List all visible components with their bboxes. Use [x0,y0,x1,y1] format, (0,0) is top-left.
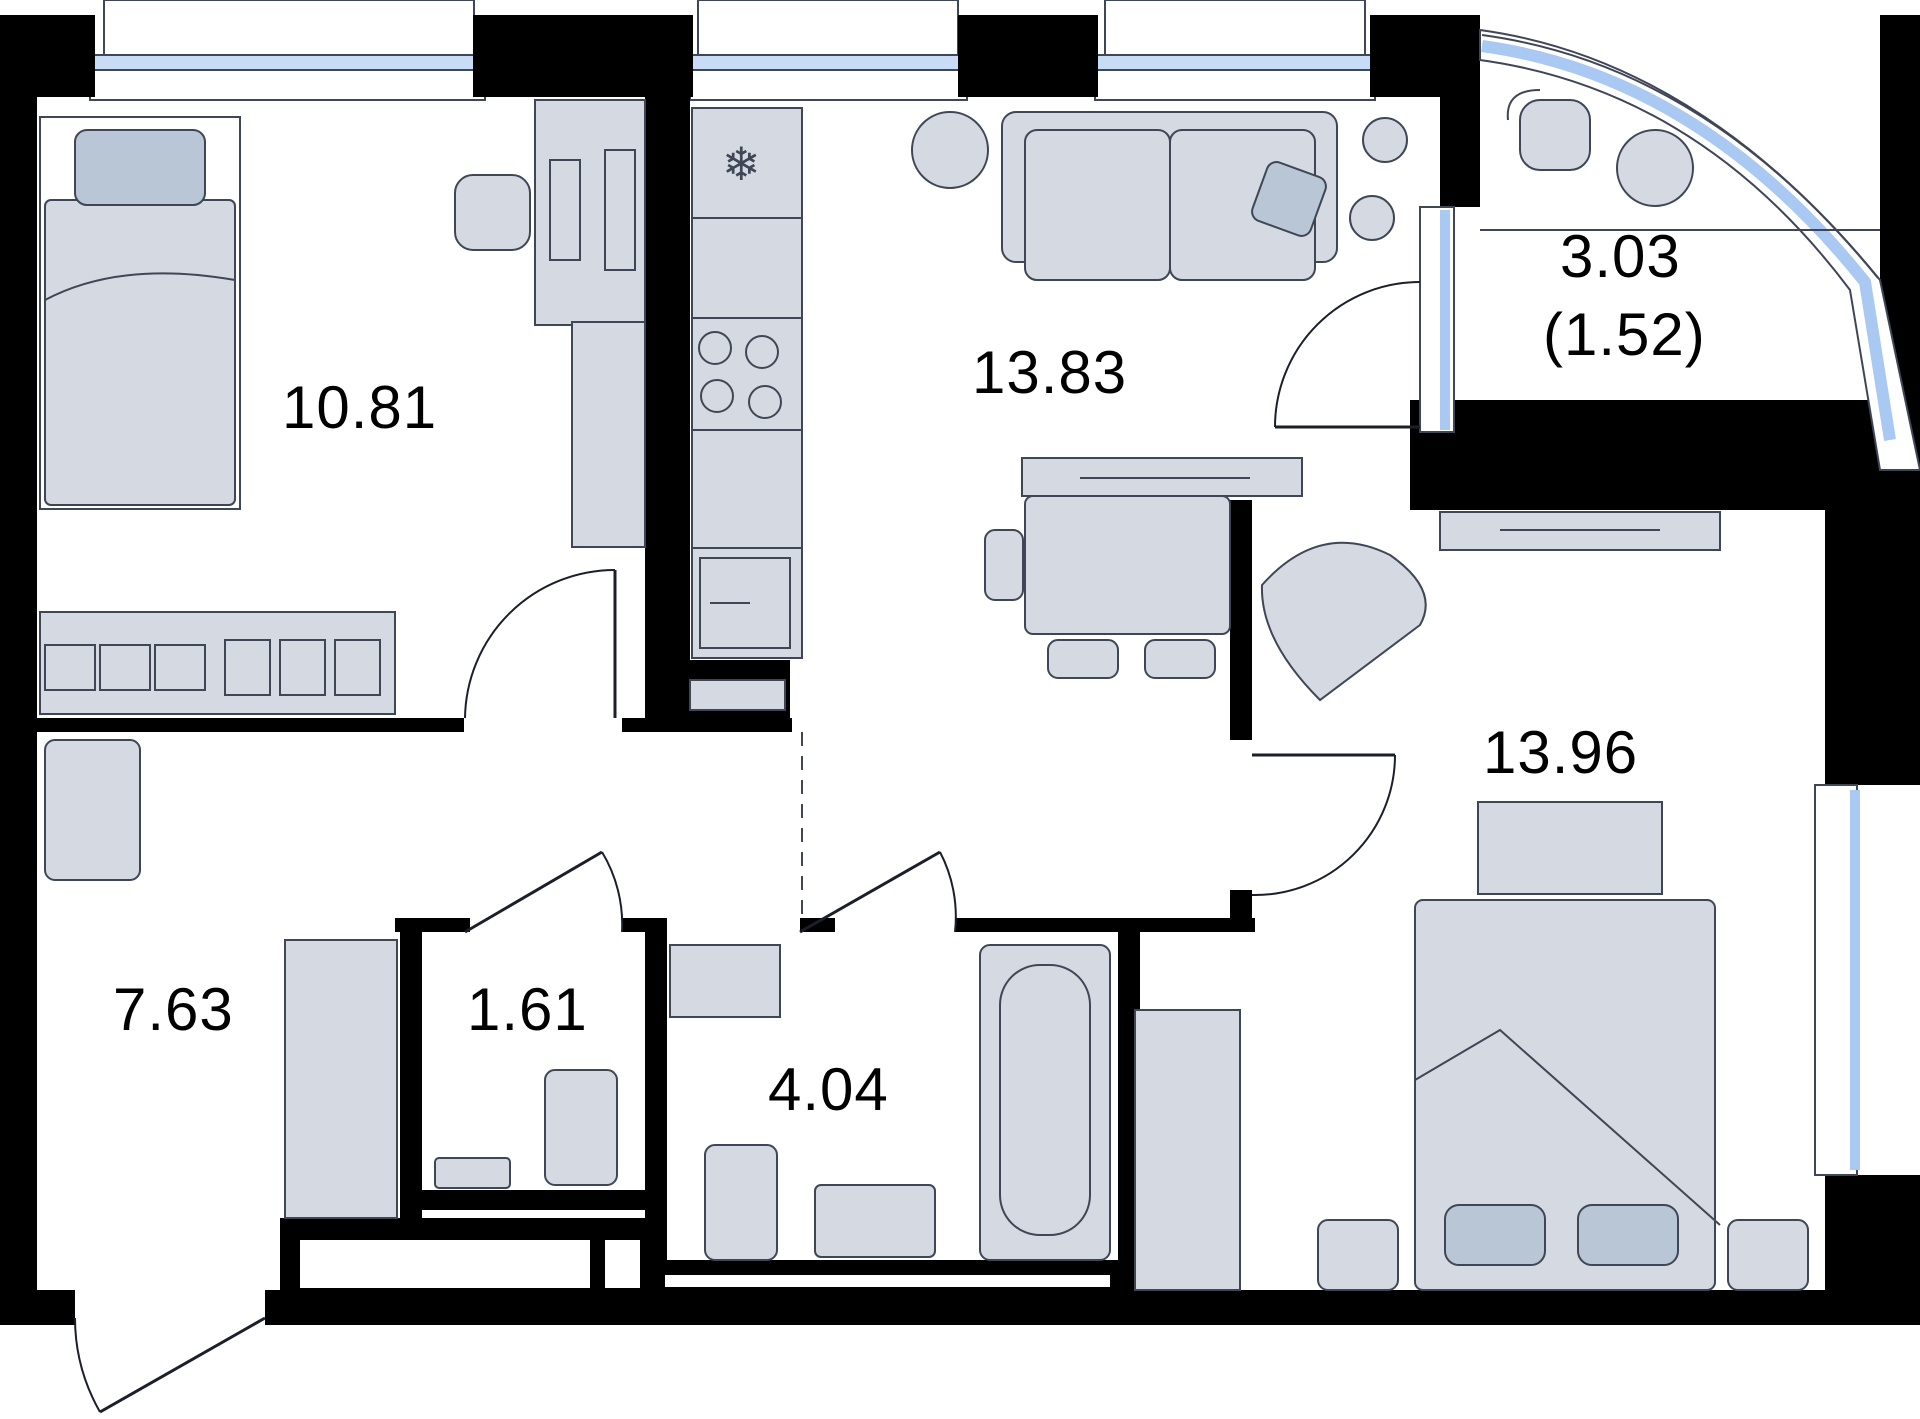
area-label-balcony: 3.03 [1560,223,1681,290]
door-entrance[interactable] [74,1316,266,1414]
window-living [1094,0,1376,101]
floor-lamp [1349,117,1408,241]
dining-table [984,495,1231,679]
bathtub [979,944,1111,1261]
window-kitchen [689,0,968,101]
desk-chair [454,174,531,251]
double-bed [1414,899,1721,1291]
kitchen-counter-extension [689,679,786,711]
balcony-railing [1479,28,1920,471]
nightstand-left [1317,1219,1399,1291]
area-label-bedroom-1: 10.81 [282,374,437,441]
wardrobe-bedroom-2 [1134,1009,1241,1291]
nightstand-right [1727,1219,1809,1291]
balcony-chair [1506,89,1591,171]
tv-console [1021,457,1303,497]
desk [534,99,646,548]
bathroom-sink [814,1184,936,1258]
area-label-hallway: 7.63 [113,976,234,1043]
svg-text:❄: ❄ [722,137,761,191]
door-bedroom-2[interactable] [1251,753,1396,897]
window-bedroom-1 [89,0,486,101]
pouf [44,739,141,881]
door-balcony[interactable] [1274,281,1421,429]
door-toilet[interactable] [464,850,624,934]
tv-console-bedroom-2 [1439,511,1721,551]
kitchen-sink [699,557,791,649]
area-label-toilet: 1.61 [467,976,588,1043]
bed-single [39,116,241,510]
window-bedroom-2 [1814,784,1860,1176]
wardrobe-hallway [284,939,398,1219]
door-bathroom[interactable] [799,850,957,934]
washing-machine [669,944,781,1018]
balcony-table [1616,129,1694,207]
fridge: ❄ [691,107,803,219]
armchair [1260,541,1427,702]
bathroom-toilet [704,1144,778,1261]
area-label-living-kitchen: 13.83 [972,339,1127,406]
chest-of-drawers [1477,801,1663,895]
sofa [1001,111,1338,281]
balcony-window [1419,206,1455,433]
toilet-sink [434,1157,511,1189]
toilet-bowl [544,1069,618,1186]
area-label-bedroom-2: 13.96 [1483,719,1638,786]
door-bedroom-1[interactable] [464,569,617,719]
wardrobe-bedroom-1 [39,611,396,715]
cooktop [698,331,782,419]
area-label-bathroom: 4.04 [768,1056,889,1123]
side-table [911,111,989,189]
area-label-balcony-reduced: (1.52) [1543,301,1706,368]
walls [0,15,1920,1325]
